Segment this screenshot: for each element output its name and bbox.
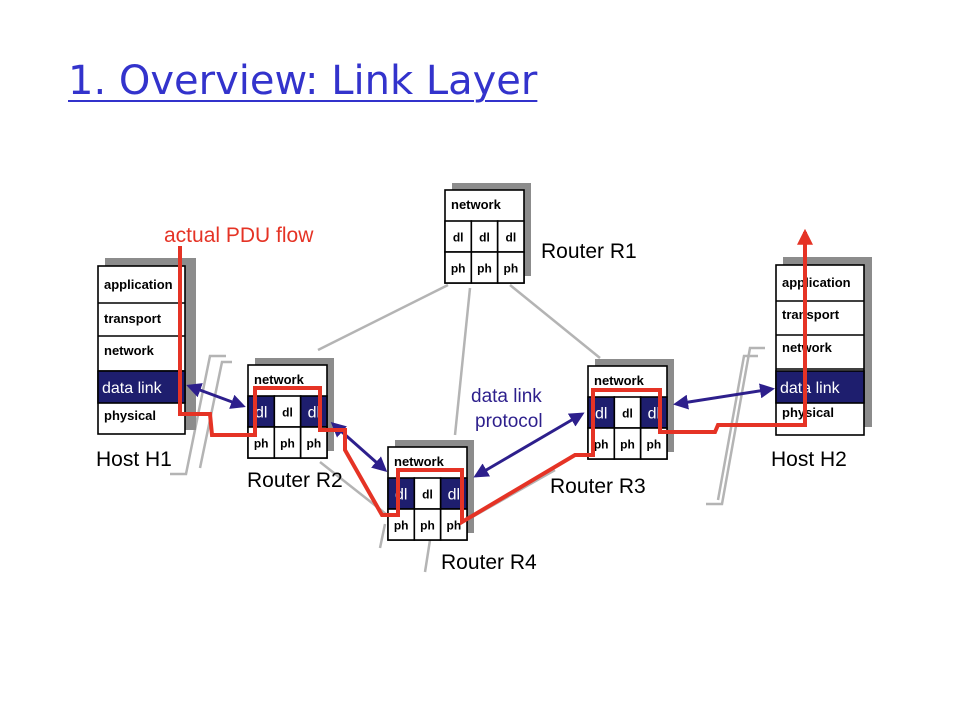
h2-transport: transport xyxy=(782,307,840,322)
arrow-h1-r2 xyxy=(186,383,246,409)
router-r1-ph-cell-3 xyxy=(496,251,525,284)
router-r3-dl-text-2: dl xyxy=(622,407,633,421)
router-r4-label: Router R4 xyxy=(441,551,537,574)
arrow-r4-r3 xyxy=(473,412,585,478)
router-r4-ph-text-1: ph xyxy=(394,519,409,533)
router-r2-network: network xyxy=(254,372,305,387)
router-r2-label: Router R2 xyxy=(247,469,343,492)
router-r1-ph-text-2: ph xyxy=(477,262,492,276)
router-r2-ph-text-2: ph xyxy=(280,437,295,451)
dl-protocol-label-line2: protocol xyxy=(475,411,543,432)
router-r3-dl-text-3: dl xyxy=(648,406,660,423)
host-h1-stack xyxy=(97,265,186,435)
link-r4-down xyxy=(423,539,432,573)
link-r1-r2 xyxy=(317,283,449,352)
router-r1-dl-text-2: dl xyxy=(479,231,490,245)
h1-network: network xyxy=(104,343,155,358)
router-r1-ph-text-1: ph xyxy=(451,262,466,276)
router-r2-ph-cell-3 xyxy=(299,426,328,459)
router-r2-ph-cell-2 xyxy=(273,426,302,459)
router-r1-dl-text-1: dl xyxy=(453,231,464,245)
h2-network: network xyxy=(782,340,833,355)
router-r2-dl-text-2: dl xyxy=(282,406,293,420)
bracket-right-inner xyxy=(716,354,758,501)
h1-data-link: data link xyxy=(102,380,163,397)
router-r2-dl-text-1: dl xyxy=(255,405,267,422)
arrow-r3-h2 xyxy=(673,383,775,410)
slide-title: 1. Overview: Link Layer xyxy=(68,58,538,104)
host-h2: application transport network data link … xyxy=(771,257,872,471)
link-r1-r4 xyxy=(453,287,472,436)
pdu-flow-path xyxy=(178,228,813,526)
router-r3-ph-text-2: ph xyxy=(620,438,635,452)
router-r1-ph-text-3: ph xyxy=(503,262,518,276)
host-h1: application transport network data link … xyxy=(96,258,196,471)
router-r3-dl-text-1: dl xyxy=(595,406,607,423)
pdu-flow-label: actual PDU flow xyxy=(164,224,314,247)
router-r4-ph-text-2: ph xyxy=(420,519,435,533)
router-r1-ph-cell-1 xyxy=(444,251,473,284)
host-h2-label: Host H2 xyxy=(771,448,847,471)
router-r2-ph-text-1: ph xyxy=(254,437,269,451)
router-r4-ph-text-3: ph xyxy=(446,519,461,533)
h2-physical: physical xyxy=(782,405,834,420)
h1-application: application xyxy=(104,277,173,292)
router-r4-network: network xyxy=(394,454,445,469)
router-r3-ph-text-3: ph xyxy=(646,438,661,452)
h1-physical: physical xyxy=(104,408,156,423)
router-r4-dl-text-2: dl xyxy=(422,488,433,502)
h2-application: application xyxy=(782,275,851,290)
host-h2-datalink-layer xyxy=(775,370,865,404)
router-r4-dl-text-3: dl xyxy=(448,487,460,504)
router-r2-ph-cell-1 xyxy=(247,426,276,459)
router-r3-network: network xyxy=(594,373,645,388)
router-r2-ph-text-3: ph xyxy=(306,437,321,451)
bracket-left-inner xyxy=(198,360,232,469)
h1-transport: transport xyxy=(104,311,162,326)
router-r2-dl-text-3: dl xyxy=(308,405,320,422)
link-r4-left xyxy=(378,523,387,549)
router-r1-dl-text-3: dl xyxy=(505,231,516,245)
router-r3-label: Router R3 xyxy=(550,475,646,498)
h2-data-link: data link xyxy=(780,380,841,397)
dl-protocol-label-line1: data link xyxy=(471,386,542,407)
router-r3-ph-text-1: ph xyxy=(594,438,609,452)
router-r4-ph-cell-2 xyxy=(413,508,442,541)
host-h2-stack xyxy=(775,264,865,436)
host-h1-label: Host H1 xyxy=(96,448,172,471)
link-r1-r3 xyxy=(509,284,601,359)
router-r1-label: Router R1 xyxy=(541,240,637,263)
router-r1-network: network xyxy=(451,197,502,212)
physical-links xyxy=(317,283,601,573)
host-h1-datalink-layer xyxy=(97,370,186,404)
router-r1-ph-cell-2 xyxy=(470,251,499,284)
